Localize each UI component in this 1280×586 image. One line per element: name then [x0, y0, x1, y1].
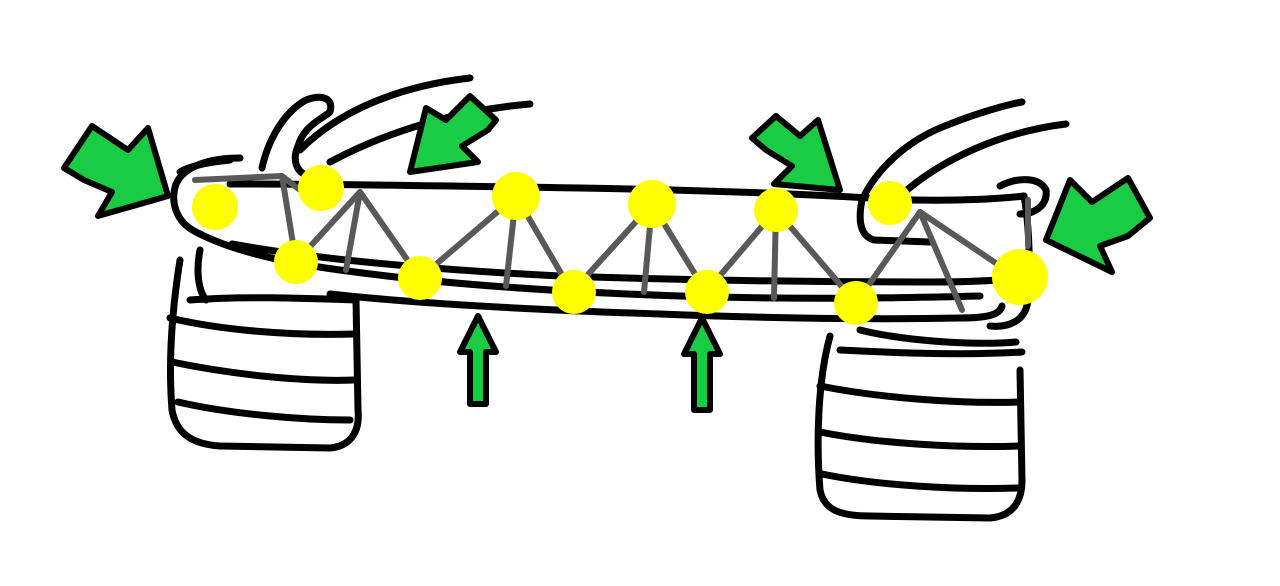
joint-dot [552, 270, 596, 314]
left-spool [166, 246, 362, 452]
green-up-arrow-icon [681, 315, 723, 413]
joint-dot [192, 184, 238, 230]
side-arrows [61, 93, 1153, 275]
joint-dot [298, 165, 344, 211]
green-block-arrow-icon [61, 123, 171, 219]
joint-dot [274, 240, 318, 284]
link-strut [917, 209, 965, 313]
joint-dot [868, 181, 912, 225]
joints [192, 165, 1048, 325]
joint-dot [992, 249, 1048, 305]
green-block-arrow-icon [1043, 175, 1153, 275]
joint-dot [492, 172, 540, 220]
joint-dot [685, 270, 729, 314]
joint-dot [398, 256, 442, 300]
green-up-arrow-icon [457, 313, 499, 407]
joint-dot [628, 180, 676, 228]
link-strut [343, 189, 363, 273]
link-strut [279, 173, 303, 193]
right-spool [814, 326, 1026, 522]
joint-dot [754, 188, 798, 232]
joint-dot [834, 281, 878, 325]
push-arrows [457, 313, 723, 413]
green-block-arrow-icon [749, 113, 843, 193]
green-block-arrow-icon [407, 93, 499, 175]
